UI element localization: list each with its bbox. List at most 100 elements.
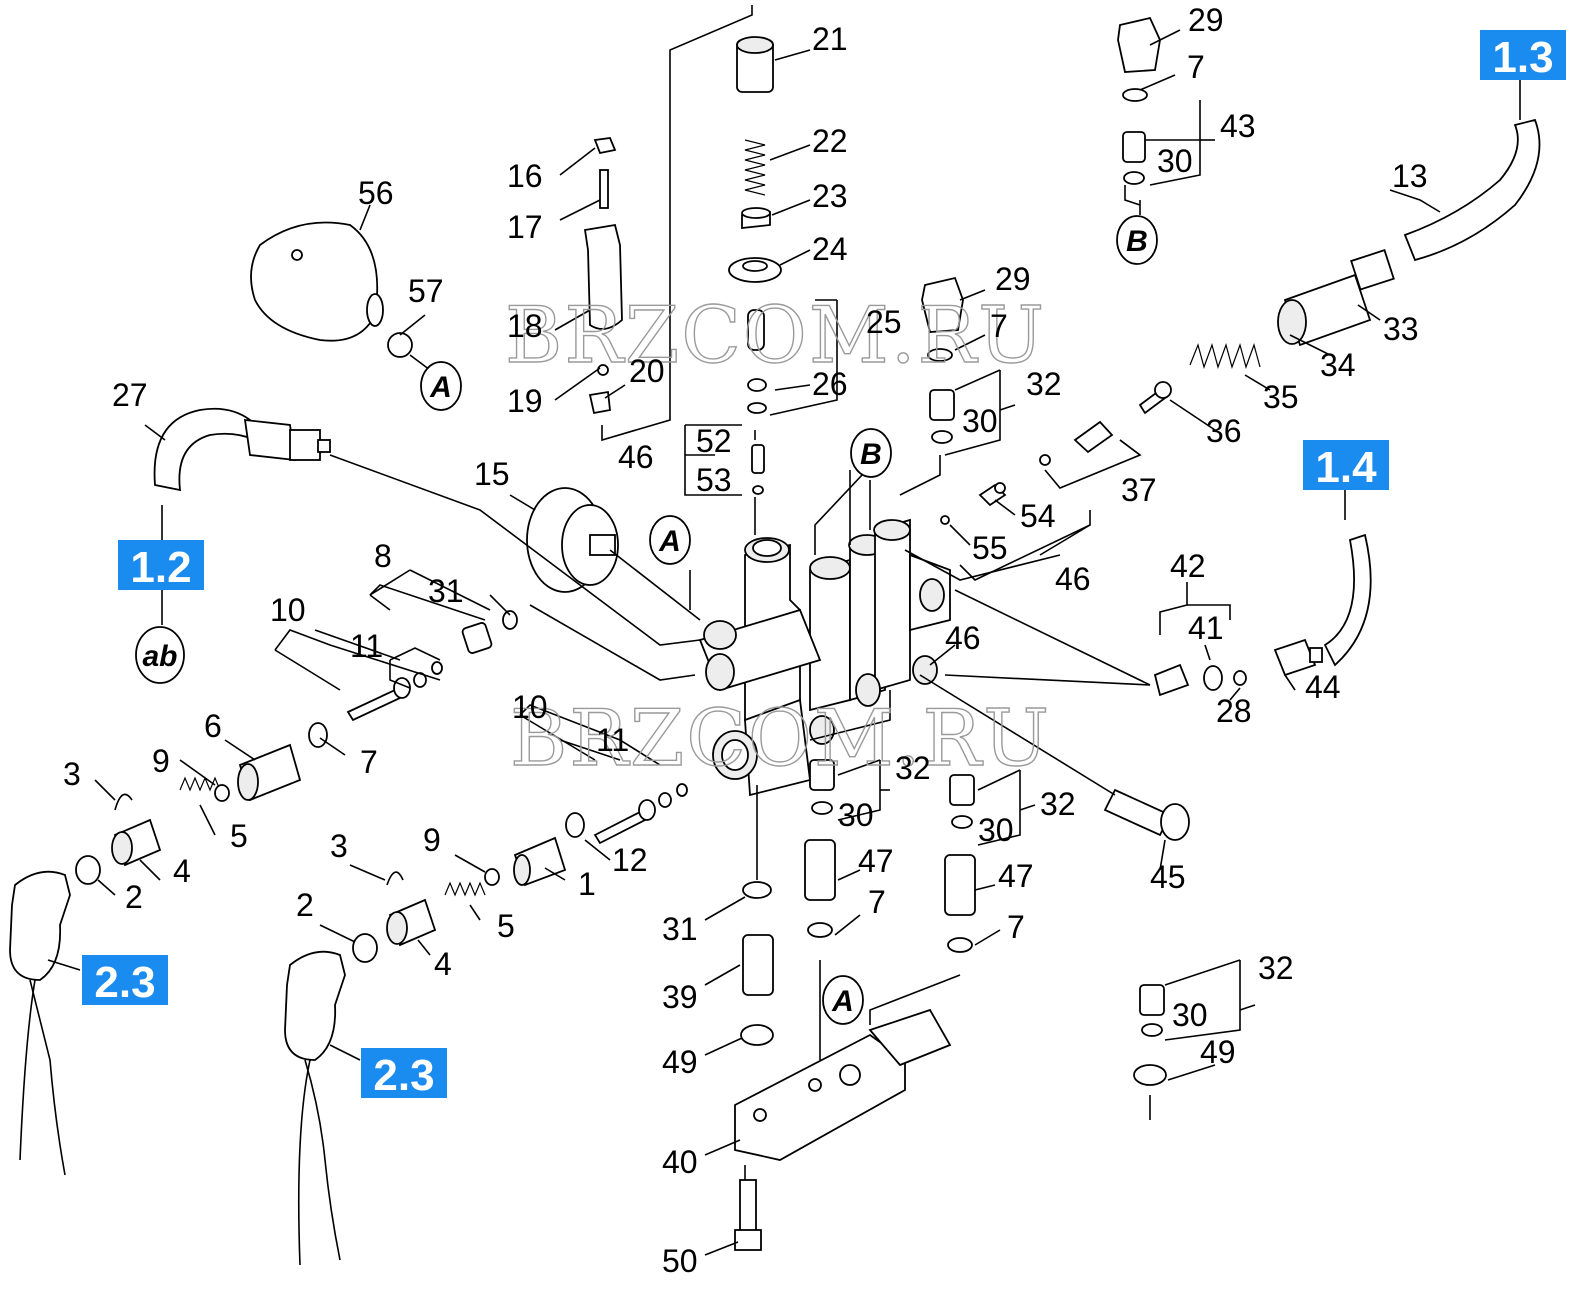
label-9-right: 9: [423, 822, 441, 858]
tag-1-2: 1.2: [118, 540, 204, 592]
tag-2-3-left-label: 2.3: [94, 958, 155, 1007]
marker-B-top: B: [1116, 215, 1158, 265]
label-50: 50: [662, 1243, 698, 1279]
hose-13: [1403, 118, 1541, 262]
sleeves-47: [804, 839, 976, 953]
tag-1-4-label: 1.4: [1315, 443, 1377, 492]
label-9-left: 9: [152, 743, 170, 779]
label-25: 25: [866, 304, 902, 340]
plug-1: [513, 836, 567, 887]
valve-42: [1153, 663, 1247, 697]
bracket-40: [734, 1008, 952, 1161]
label-29-top: 29: [1188, 2, 1224, 38]
label-57: 57: [408, 273, 444, 309]
label-28: 28: [1216, 693, 1252, 729]
label-2-left: 2: [125, 879, 143, 915]
label-23: 23: [812, 178, 848, 214]
accumulator-56: [250, 221, 413, 358]
label-10-a: 10: [270, 592, 306, 628]
label-7-e: 7: [1007, 909, 1025, 945]
label-44: 44: [1305, 669, 1341, 705]
label-45: 45: [1150, 859, 1186, 895]
watermark-text-bottom: BRZCOM.RU: [510, 694, 1051, 784]
label-2-right: 2: [296, 887, 314, 923]
label-55: 55: [972, 530, 1008, 566]
label-36: 36: [1206, 413, 1242, 449]
tag-1-3: 1.3: [1480, 30, 1566, 82]
label-7-a: 7: [1187, 49, 1205, 85]
leader-lines: [47, 5, 1521, 1256]
label-3-left: 3: [63, 756, 81, 792]
label-31-bottom: 31: [662, 911, 698, 947]
label-39: 39: [662, 979, 698, 1015]
connectors-4: [111, 793, 437, 947]
marker-B-top-label: B: [1126, 225, 1148, 258]
label-32-a: 32: [1026, 366, 1062, 402]
label-40: 40: [662, 1144, 698, 1180]
marker-ab: ab: [135, 626, 185, 684]
label-7-c: 7: [360, 744, 378, 780]
screw-50: [734, 1179, 762, 1251]
label-21: 21: [812, 21, 848, 57]
valve-31-left: [461, 610, 518, 654]
manifold-block: [698, 518, 951, 797]
label-46-c: 46: [945, 620, 981, 656]
part-number-labels: 1 2 2 3 3 4 4 5 5 6 7 7 7 7 7 8 9 9 10 1…: [63, 2, 1428, 1279]
label-11-a: 11: [350, 628, 383, 664]
tag-1-3-label: 1.3: [1492, 33, 1553, 82]
label-22: 22: [812, 123, 848, 159]
label-24: 24: [812, 231, 848, 267]
label-32-d: 32: [1258, 950, 1294, 986]
sensor-left: [9, 870, 71, 1176]
label-1: 1: [578, 866, 596, 902]
label-49-a: 49: [662, 1044, 698, 1080]
tag-1-4: 1.4: [1303, 440, 1389, 492]
coupling-33: [1277, 249, 1395, 347]
fitting-44: [1273, 533, 1372, 677]
label-47-b: 47: [998, 858, 1034, 894]
tag-2-3-left: 2.3: [82, 955, 168, 1007]
valve-cartridges: [809, 131, 1165, 1037]
circle-markers: A A A B B ab: [135, 215, 1158, 1025]
marker-ab-label: ab: [142, 640, 177, 673]
tag-1-2-label: 1.2: [130, 543, 191, 592]
label-3-right: 3: [330, 828, 348, 864]
sensor-right: [284, 950, 346, 1266]
label-4-left: 4: [173, 853, 191, 889]
label-33: 33: [1383, 311, 1419, 347]
part-54: [940, 482, 1007, 525]
marker-A-bottom-label: A: [831, 985, 854, 1018]
label-32-b: 32: [895, 750, 931, 786]
label-30-a: 30: [1157, 143, 1193, 179]
plug-6: [237, 743, 302, 802]
plug-29-top: [1117, 16, 1161, 102]
label-15: 15: [474, 456, 510, 492]
label-11-b: 11: [596, 722, 629, 758]
label-49-b: 49: [1200, 1034, 1236, 1070]
label-54: 54: [1020, 498, 1056, 534]
spring-35: [1189, 343, 1261, 369]
reference-tags: 1.2 1.3 1.4 2.3 2.3: [82, 30, 1566, 1100]
bolt-45: [1103, 788, 1190, 841]
label-7-d: 7: [868, 884, 886, 920]
marker-A-bottom: A: [822, 975, 864, 1025]
label-31-top: 31: [428, 573, 464, 609]
label-27: 27: [112, 377, 148, 413]
tag-2-3-right-label: 2.3: [373, 1051, 434, 1100]
label-30-d: 30: [978, 812, 1014, 848]
watermark: BRZCOM.RU BRZCOM.RU: [504, 290, 1051, 784]
stack-21-26: [728, 36, 782, 495]
label-41: 41: [1188, 610, 1224, 646]
label-43: 43: [1220, 108, 1256, 144]
label-30-c: 30: [838, 797, 874, 833]
pin-36: [1138, 381, 1172, 415]
springs-5: [179, 776, 486, 897]
washers: [75, 784, 500, 963]
sleeve-39: [740, 881, 1167, 1086]
label-47-a: 47: [858, 843, 894, 879]
label-20: 20: [629, 353, 665, 389]
label-37: 37: [1121, 472, 1157, 508]
label-10-b: 10: [512, 689, 548, 725]
hose-27: [153, 407, 331, 492]
label-56: 56: [358, 175, 394, 211]
